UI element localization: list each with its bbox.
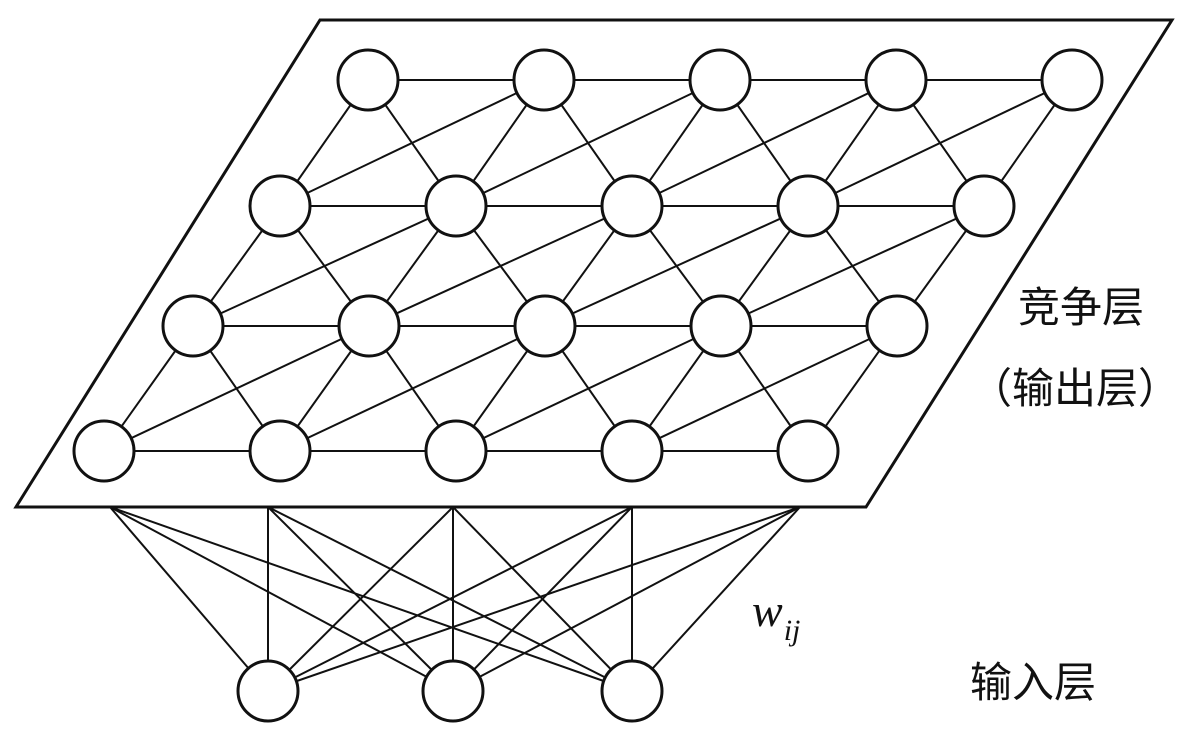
competition-neuron xyxy=(600,419,664,483)
input-neuron xyxy=(421,659,485,723)
lateral-edge-cross xyxy=(103,325,370,452)
input-weight-edge xyxy=(452,506,801,692)
lateral-edge-cross xyxy=(807,79,1073,207)
input-weight-edge xyxy=(631,506,801,692)
lateral-edge-cross xyxy=(368,205,633,327)
competition-layer-plane xyxy=(13,18,1175,509)
competition-neuron xyxy=(776,419,840,483)
competition-neuron xyxy=(248,419,312,483)
input-layer-label: 输入层 xyxy=(970,658,1097,707)
input-weight-edge xyxy=(267,506,454,692)
competition-neuron xyxy=(161,294,225,358)
competition-neuron xyxy=(952,174,1016,238)
lateral-edge-cross xyxy=(455,79,721,207)
competition-neuron xyxy=(337,294,401,358)
competition-plane-outline xyxy=(13,18,1175,509)
input-weight-connections xyxy=(109,506,801,692)
competition-neuron xyxy=(1040,48,1104,112)
competition-neuron xyxy=(600,174,664,238)
lateral-edge-cross xyxy=(631,79,897,207)
weight-subscript: ij xyxy=(783,614,801,647)
lateral-edge-cross xyxy=(279,325,546,452)
neuron-nodes xyxy=(72,48,1104,723)
output-layer-label: （输出层） xyxy=(970,364,1181,413)
competition-neuron xyxy=(689,294,753,358)
competition-neuron xyxy=(513,294,577,358)
weight-symbol: w xyxy=(752,585,783,636)
competition-neuron xyxy=(776,174,840,238)
competition-neuron xyxy=(424,419,488,483)
input-weight-edge xyxy=(109,506,633,692)
lateral-edge-cross xyxy=(720,205,985,327)
input-weight-edge xyxy=(109,506,269,692)
competition-neuron xyxy=(864,48,928,112)
input-weight-edge xyxy=(267,506,801,692)
competition-neuron xyxy=(336,48,400,112)
input-neuron xyxy=(236,659,300,723)
input-weight-edge xyxy=(452,506,633,692)
input-weight-edge xyxy=(267,506,633,692)
competition-neuron xyxy=(424,174,488,238)
input-neuron xyxy=(600,659,664,723)
input-weight-edge xyxy=(109,506,454,692)
lateral-edge-cross xyxy=(279,79,545,207)
lateral-edge-cross xyxy=(544,205,809,327)
competition-layer-label: 竞争层 xyxy=(1018,283,1145,332)
weight-label: wij xyxy=(752,585,800,646)
lateral-edge-cross xyxy=(192,205,457,327)
competition-neuron xyxy=(688,48,752,112)
lateral-edge-cross xyxy=(455,325,722,452)
competition-neuron xyxy=(72,419,136,483)
competition-neuron xyxy=(512,48,576,112)
competition-neuron xyxy=(248,174,312,238)
lateral-edge-cross xyxy=(631,325,898,452)
competition-neuron xyxy=(865,294,929,358)
